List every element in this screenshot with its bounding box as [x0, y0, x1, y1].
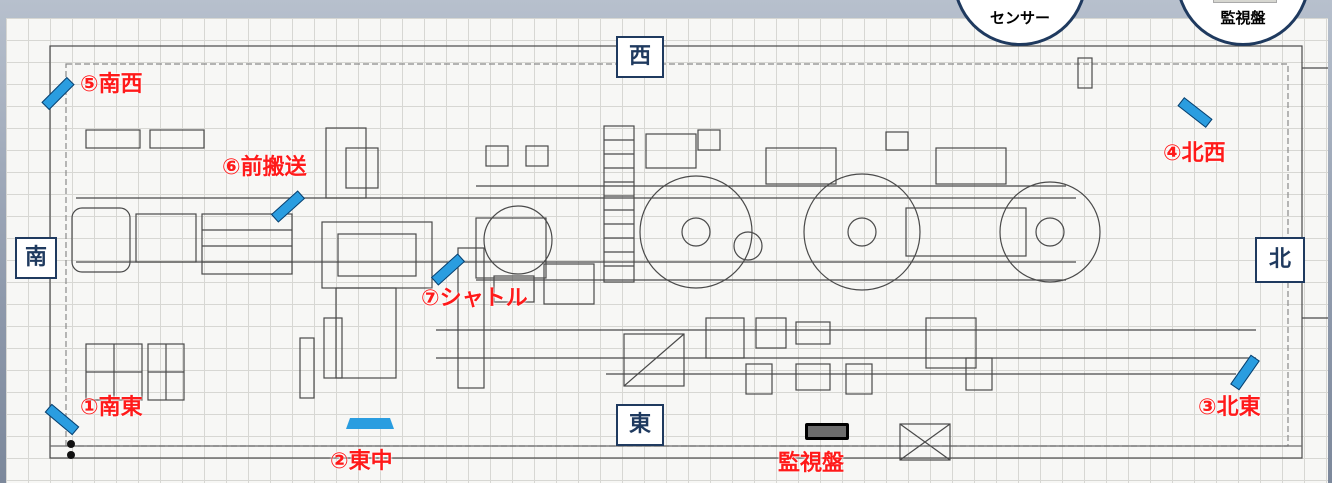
sensor-label-south-west: ⑤南西 [80, 72, 143, 97]
compass-north: 北 [1255, 237, 1305, 283]
legend-monitor-label: 監視盤 [1220, 9, 1266, 27]
monitor-device-image [1213, 0, 1277, 3]
compass-south: 南 [15, 237, 57, 279]
monitor-panel-label: 監視盤 [778, 451, 845, 476]
plan-drawing [49, 45, 1328, 461]
sensor-label-north-west: ④北西 [1163, 141, 1226, 166]
corner-dot [67, 440, 75, 448]
monitor-panel-marker [805, 423, 849, 440]
sensor-label-east-center: ②東中 [330, 449, 393, 474]
sensor-label-south-east: ①南東 [80, 395, 143, 420]
corner-dot [67, 451, 75, 459]
sensor-label-north-east: ③北東 [1198, 395, 1261, 420]
floor-plan [6, 18, 1328, 483]
sensor-label-front-conveyor: ⑥前搬送 [222, 155, 307, 180]
compass-east: 東 [616, 404, 664, 446]
legend-sensor-label: センサー [989, 9, 1050, 27]
sensor-marker-east-center [346, 418, 394, 429]
compass-west: 西 [616, 36, 664, 78]
sensor-label-shuttle: ⑦シャトル [421, 286, 528, 311]
outer-wall [49, 45, 1303, 459]
